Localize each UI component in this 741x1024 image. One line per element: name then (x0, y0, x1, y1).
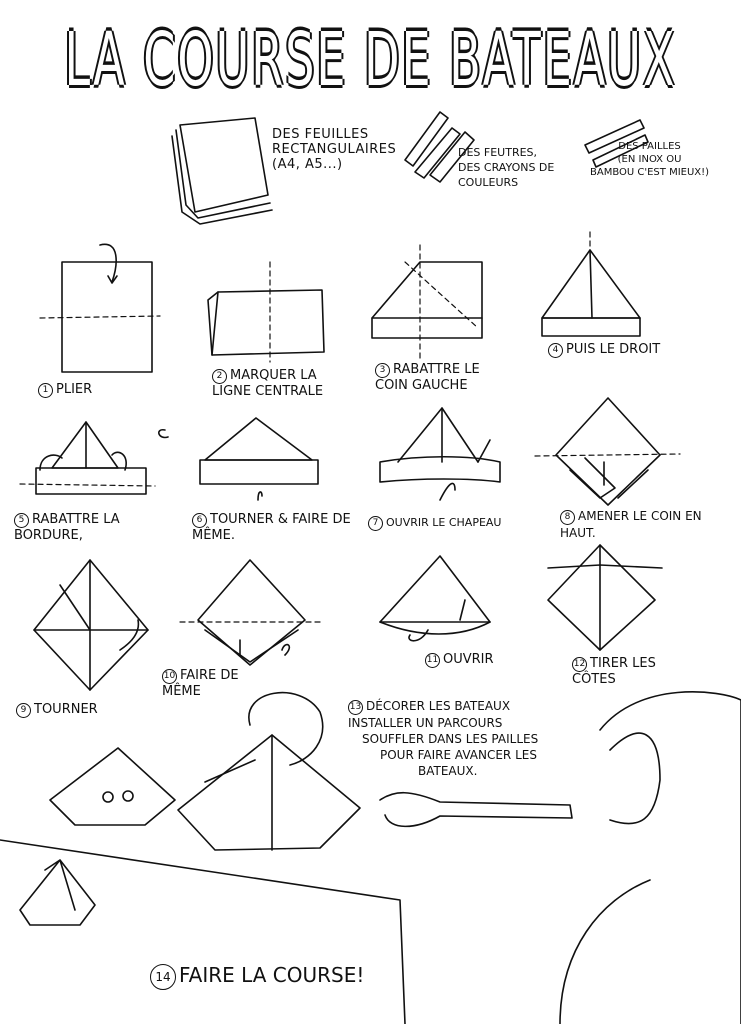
step10-diagram (179, 559, 321, 666)
step-text: PLIER (56, 382, 93, 397)
material-line: des FEUILLES (272, 127, 369, 142)
material-pens: DES FEUTRES, DES CRAYONS DE COULEURS (458, 145, 554, 190)
step-text: OUVRIR LE CHAPEAU (386, 516, 502, 529)
step-number: 2 (212, 369, 227, 384)
step-text: POUR FAIRE AVANCER LES (380, 748, 537, 762)
step-number: 4 (548, 343, 563, 358)
material-line: COULEURS (458, 176, 519, 189)
material-line: (A4, A5...) (272, 157, 343, 172)
step-text: PUIS LE DROIT (566, 342, 661, 357)
page-title: LA COURSE DE BATEAUX (64, 16, 677, 103)
step-text: MARQUER LA LIGNE CENTRALE (212, 368, 324, 399)
step-text: SOUFFLER DANS LES PAILLES (362, 732, 539, 746)
paper-stack-icon (171, 117, 273, 225)
step-number: 3 (375, 363, 390, 378)
step-text: RABATTRE LE COIN GAUCHE (375, 362, 480, 393)
material-straws: DES PAILLES (EN INOX OU BAMBOU C'EST MIE… (590, 140, 709, 179)
race-scene (0, 691, 741, 1024)
step-number: 13 (348, 700, 363, 715)
step-number: 6 (192, 513, 207, 528)
material-line: BAMBOU C'EST MIEUX!) (590, 167, 710, 178)
step-number: 8 (560, 510, 575, 525)
step-text: AMENER LE COIN EN HAUT. (560, 509, 702, 540)
step-text: RABATTRE LA BORDURE, (14, 512, 120, 543)
pens-icon (404, 111, 475, 183)
step-number: 11 (425, 653, 440, 668)
material-line: RECTANGULAIRES (272, 142, 397, 157)
step-text: TIRER LES CÔTES (572, 656, 656, 687)
step-text: FAIRE DE MÊME (162, 668, 239, 699)
step12-diagram (547, 544, 663, 651)
step-text: TOURNER (34, 702, 98, 717)
step-number: 10 (162, 669, 177, 684)
step8-diagram (534, 397, 681, 506)
step9-diagram (33, 559, 149, 691)
step-number: 14 (150, 964, 176, 990)
step-text: OUVRIR (443, 652, 494, 667)
step6-diagram (199, 417, 319, 501)
step7-diagram (379, 407, 501, 501)
step-number: 1 (38, 383, 53, 398)
step-text: FAIRE LA COURSE! (179, 963, 365, 987)
material-line: (EN INOX OU (617, 154, 682, 165)
material-line: DES FEUTRES, (458, 146, 538, 159)
step-text: DÉCORER LES BATEAUX (366, 699, 511, 713)
step-number: 12 (572, 657, 587, 672)
step5-diagram (19, 421, 169, 495)
step-text: BATEAUX. (418, 764, 478, 778)
step1-diagram (39, 243, 161, 373)
step11-diagram (379, 555, 491, 642)
step-number: 9 (16, 703, 31, 718)
step3-diagram (371, 244, 483, 359)
material-paper: des FEUILLES RECTANGULAIRES (A4, A5...) (272, 127, 396, 172)
step4-diagram (541, 231, 641, 337)
material-line: DES CRAYONS DE (458, 161, 555, 174)
step-text: INSTALLER UN PARCOURS (348, 716, 503, 730)
step-number: 7 (368, 516, 383, 531)
straws-icon (584, 119, 649, 168)
step2-diagram (207, 261, 325, 363)
step-number: 5 (14, 513, 29, 528)
material-line: DES PAILLES (618, 141, 681, 152)
step-text: TOURNER & FAIRE DE MÊME. (192, 512, 351, 543)
